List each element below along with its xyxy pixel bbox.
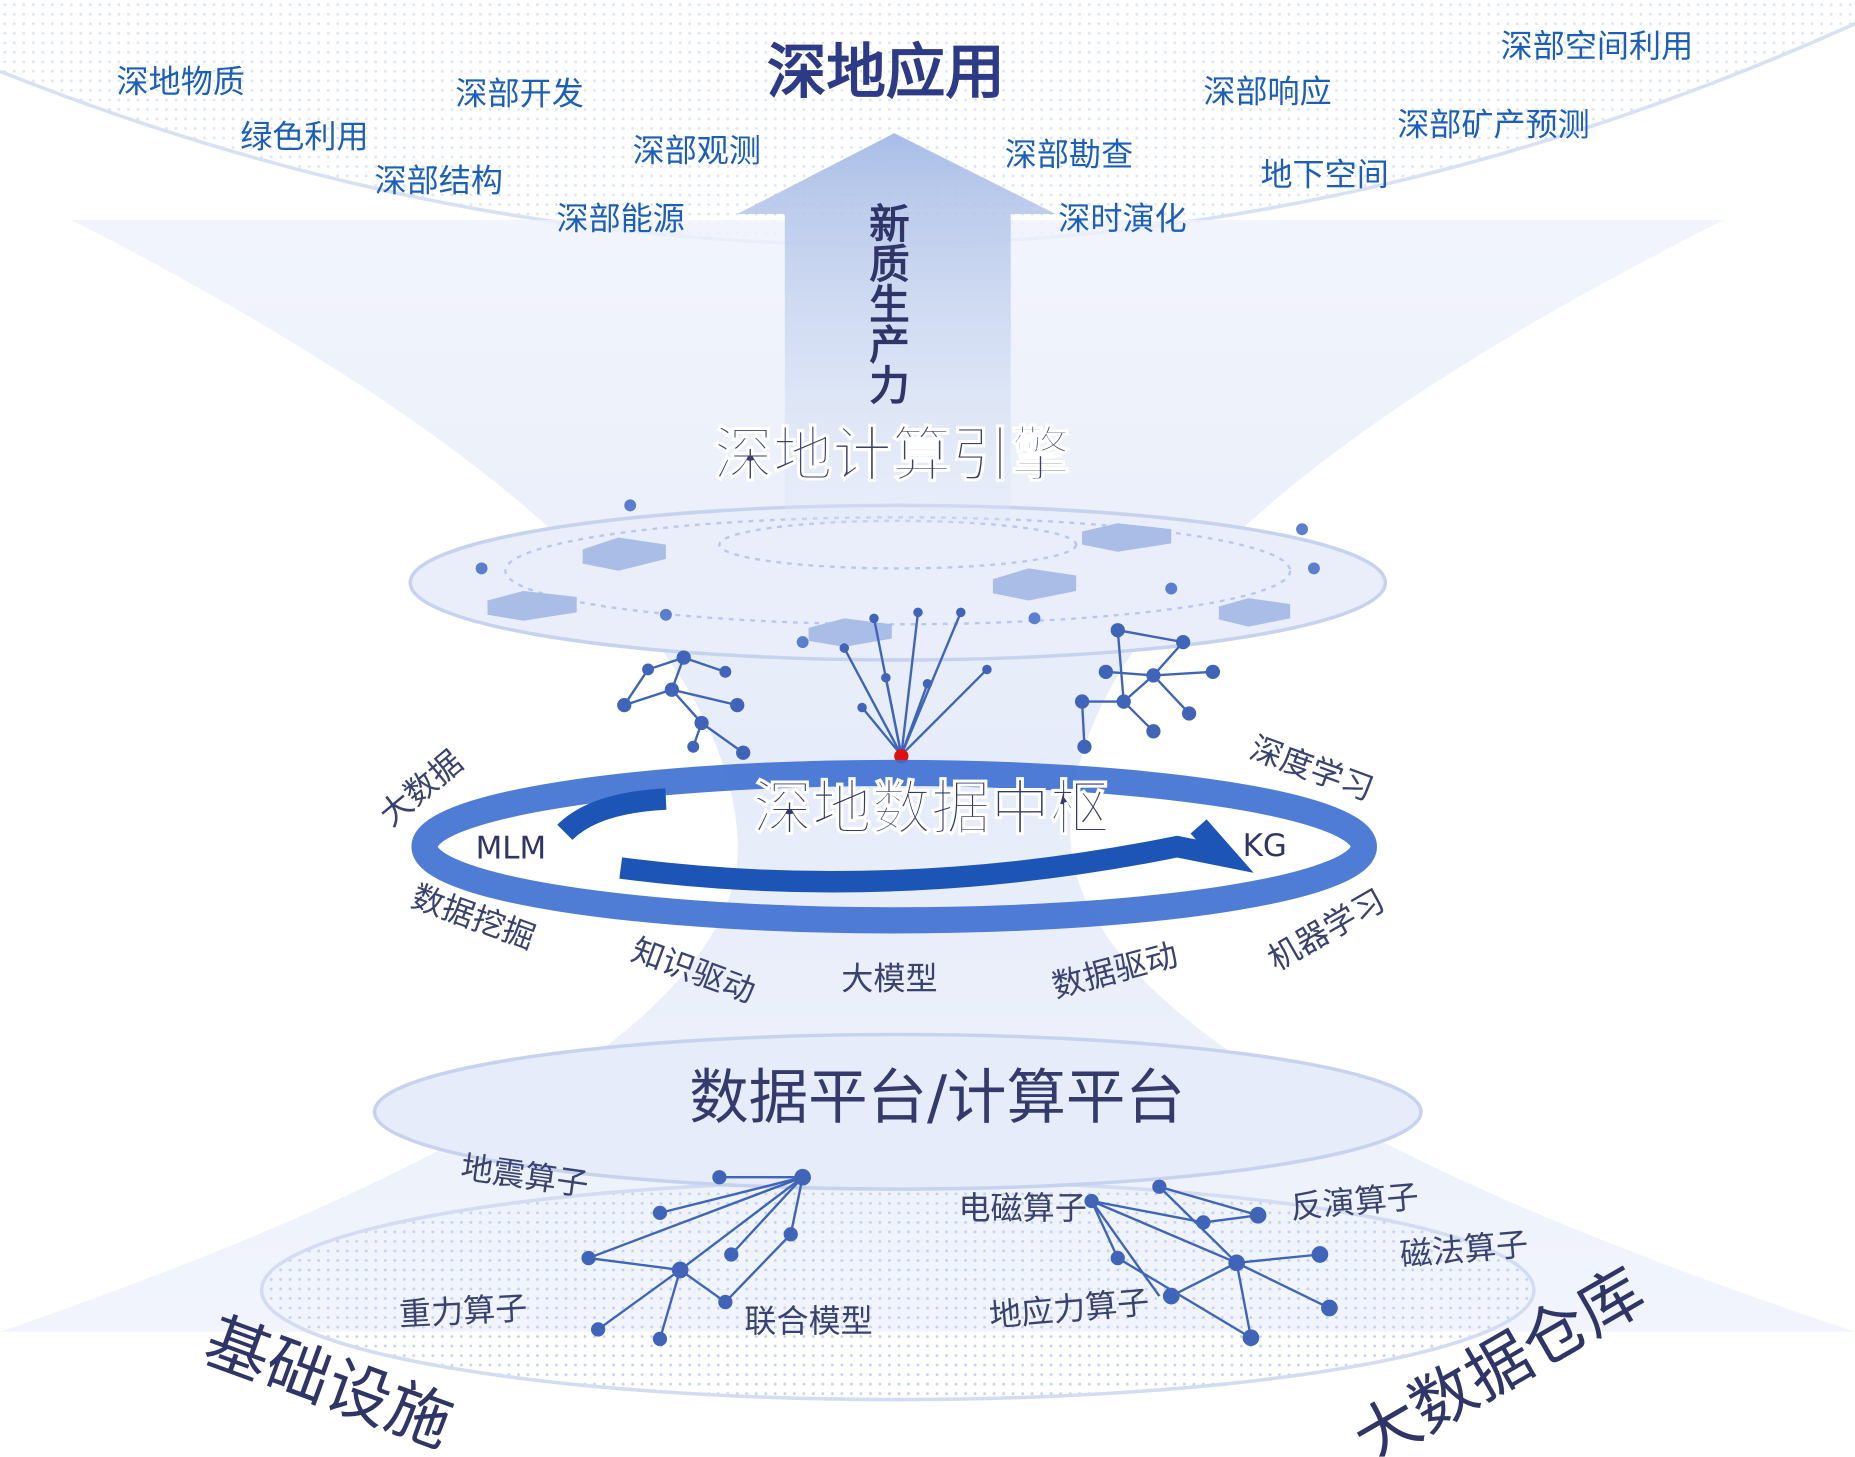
person-icons xyxy=(475,499,1320,649)
app-item: 深部空间利用 xyxy=(1501,27,1694,65)
app-item: 地下空间 xyxy=(1260,155,1388,193)
engine-disc xyxy=(408,503,1388,662)
app-item: 深部响应 xyxy=(1203,72,1331,110)
hub-inner-arc xyxy=(557,788,1254,893)
hub-ring xyxy=(411,759,1377,934)
operator-label: 重力算子 xyxy=(398,1289,528,1334)
app-item: 深部观测 xyxy=(633,132,761,170)
engine-title: 深地计算引擎 xyxy=(714,422,1071,491)
application-items: 深地物质 深部开发 深部空间利用 深部响应 绿色利用 深部观测 深部勘查 深部矿… xyxy=(117,27,1694,237)
app-item: 深部能源 xyxy=(556,199,684,237)
operator-label: 联合模型 xyxy=(744,1302,872,1340)
app-item: 深部矿产预测 xyxy=(1397,106,1590,144)
app-item: 深时演化 xyxy=(1058,199,1186,237)
app-item: 深部勘查 xyxy=(1005,135,1133,173)
arrow-label-char: 力 xyxy=(869,362,909,410)
app-item: 深部开发 xyxy=(455,75,583,113)
operator-label: 电磁算子 xyxy=(958,1189,1086,1227)
hub-title: 深地数据中枢 xyxy=(753,775,1110,844)
top-arc xyxy=(0,0,1855,245)
hub-red-dot xyxy=(894,749,909,764)
arrow-label-char: 质 xyxy=(869,240,909,288)
arrow-label-char: 新 xyxy=(869,200,909,248)
arrow-label-vertical: 新 质 生 产 力 xyxy=(869,200,909,410)
app-item: 深部结构 xyxy=(375,161,503,199)
platform-title: 数据平台/计算平台 xyxy=(689,1064,1185,1133)
hexagon-blocks xyxy=(487,523,1291,647)
app-item: 绿色利用 xyxy=(240,117,368,155)
upward-arrow xyxy=(737,133,1056,524)
arrow-label-char: 生 xyxy=(869,281,909,329)
network-graphs xyxy=(617,607,1221,764)
app-item: 深地物质 xyxy=(117,63,245,101)
platform-disc xyxy=(372,1032,1423,1191)
hub-label: 大模型 xyxy=(841,959,937,997)
hub-tag-mlm: MLM xyxy=(476,831,547,867)
operator-networks xyxy=(581,1168,1338,1347)
hub-tag-kg: KG xyxy=(1243,828,1287,864)
application-title: 深地应用 xyxy=(767,39,1005,108)
arrow-label-char: 产 xyxy=(869,321,909,369)
